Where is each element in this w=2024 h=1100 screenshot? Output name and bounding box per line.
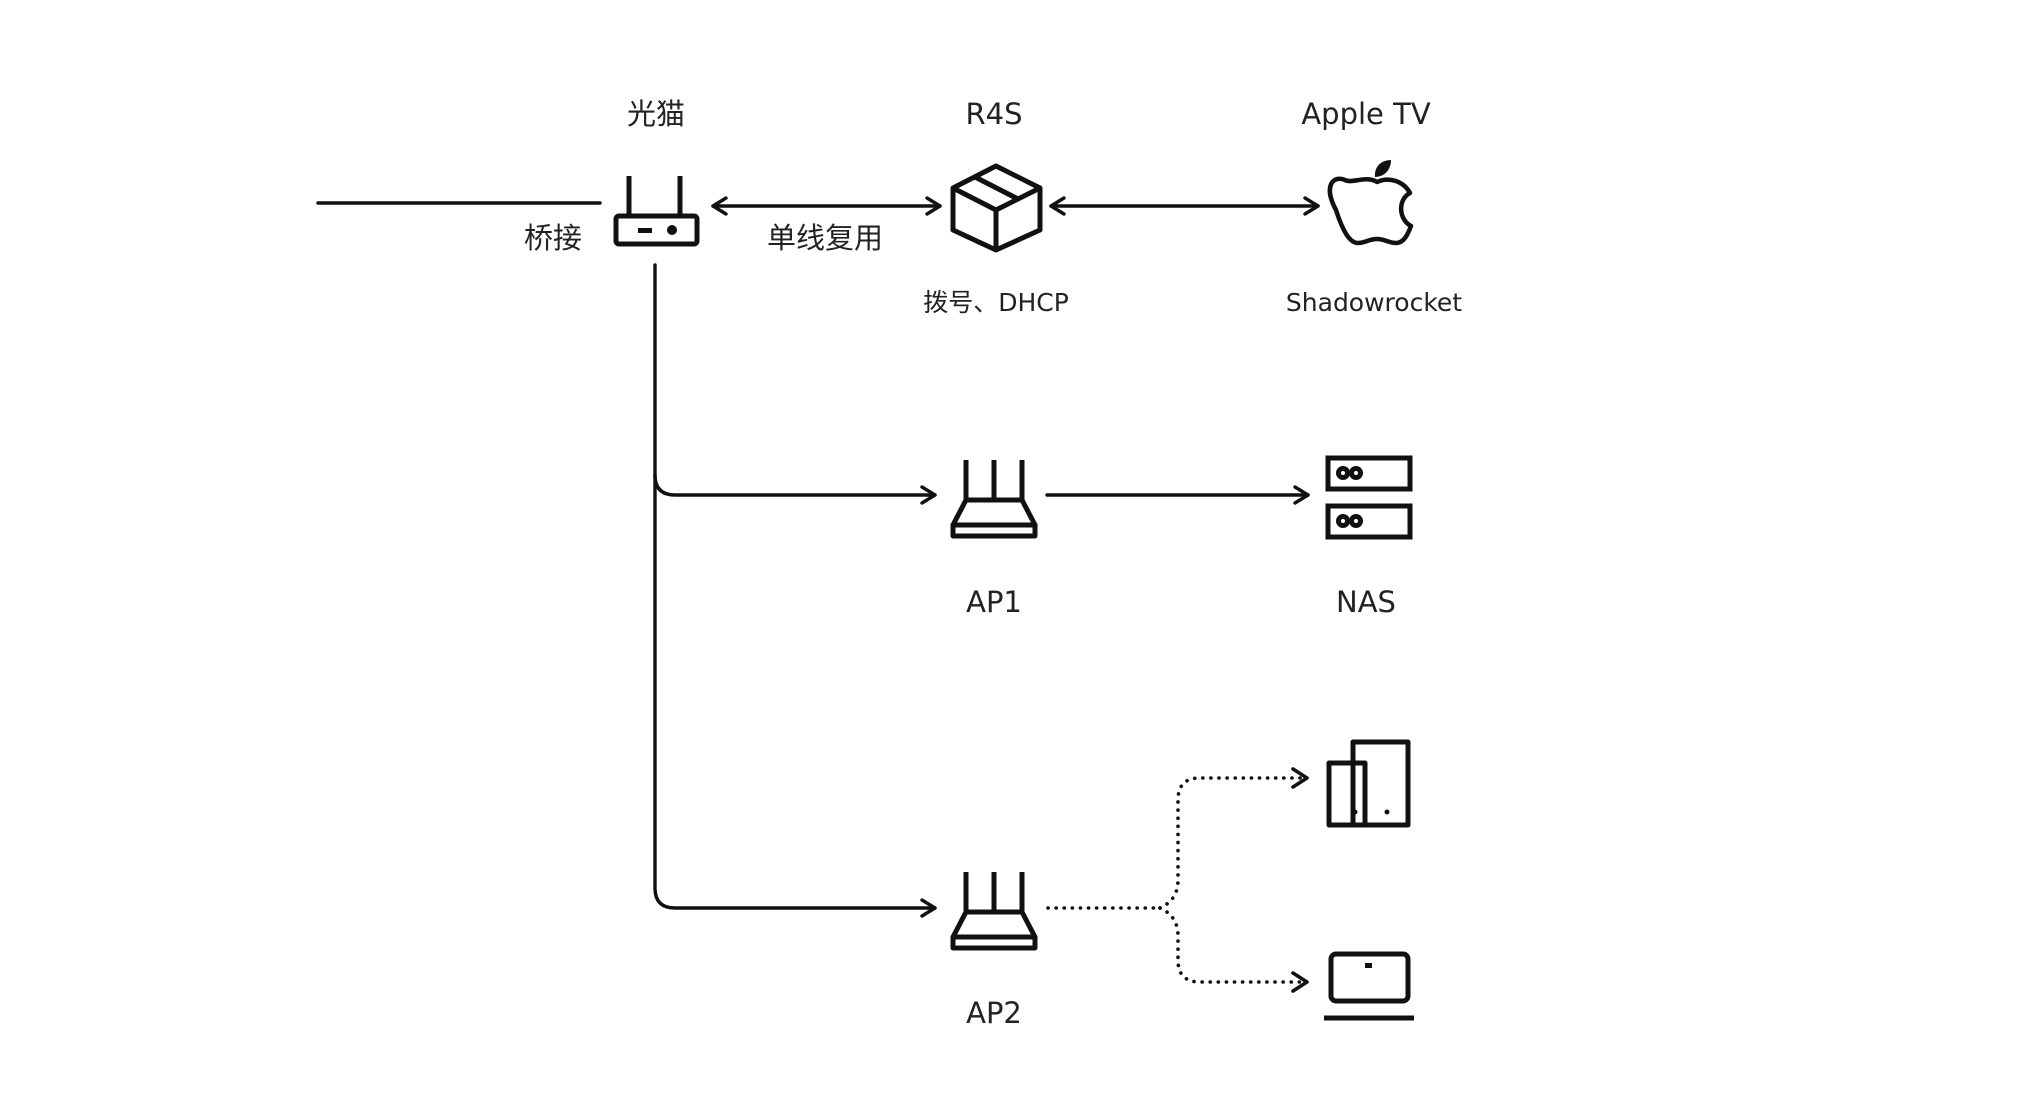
modem-label: 光猫 — [626, 97, 686, 131]
apple-icon — [1327, 160, 1414, 246]
bridge-label: 桥接 — [523, 221, 583, 255]
box-icon — [950, 163, 1043, 253]
tablet-phone-icon — [1326, 739, 1411, 828]
wireless-branch-phone — [1158, 776, 1304, 910]
server-icon — [1325, 455, 1413, 540]
router-icon — [613, 176, 700, 247]
ap2-label: AP2 — [966, 996, 1022, 1030]
laptop-icon — [1324, 951, 1414, 1021]
nas-label: NAS — [1336, 585, 1396, 619]
wifi-router-icon — [950, 460, 1038, 539]
ap1-label: AP1 — [966, 585, 1022, 619]
phone-arrowhead — [1291, 767, 1309, 789]
r4s-role-label: 拨号、DHCP — [923, 288, 1069, 317]
modem-ap2-link — [653, 473, 937, 918]
single-wire-label: 单线复用 — [766, 221, 884, 255]
laptop-arrowhead — [1291, 971, 1309, 993]
modem-ap1-link — [653, 263, 937, 505]
wifi-router-icon — [950, 872, 1038, 951]
r4s-label: R4S — [965, 97, 1023, 131]
wireless-branch-laptop — [1158, 906, 1304, 984]
apple-tv-app-label: Shadowrocket — [1285, 288, 1463, 317]
apple-tv-label: Apple TV — [1301, 97, 1431, 131]
